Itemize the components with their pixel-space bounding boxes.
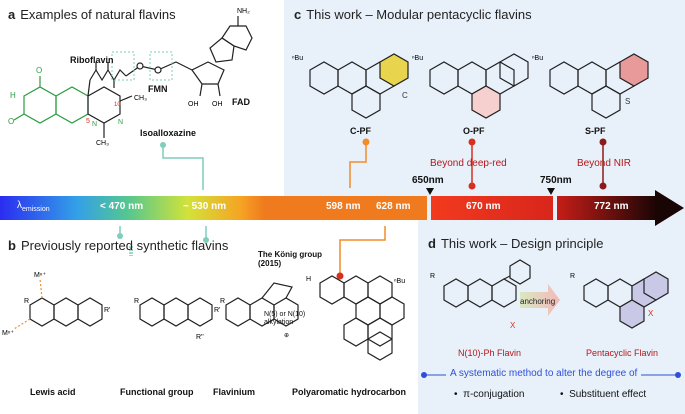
- svg-text:10: 10: [114, 102, 121, 108]
- cpf-label: C-PF: [350, 126, 371, 136]
- svg-text:ⁿBu: ⁿBu: [532, 55, 543, 62]
- panel-c-structures: ⁿBu C ⁿBu ⁿBu S: [292, 53, 649, 119]
- panel-c-connectors: [349, 138, 607, 190]
- panel-b-connectors: [117, 226, 386, 280]
- svg-text:OH: OH: [188, 101, 199, 108]
- nm750-marker: 750nm: [540, 175, 572, 186]
- fad-label: FAD: [232, 97, 250, 107]
- method-text: A systematic method to alter the degree …: [446, 368, 642, 379]
- nm470-label: < 470 nm: [100, 201, 144, 212]
- svg-text:Mⁿ⁺: Mⁿ⁺: [2, 330, 14, 337]
- svg-text:Mⁿ⁺: Mⁿ⁺: [34, 272, 46, 279]
- lewis-acid-label: Lewis acid: [30, 387, 76, 397]
- svg-text:R: R: [430, 273, 435, 280]
- functional-group-label: Functional group: [120, 387, 194, 397]
- panel-d-structures: anchoring R R X X: [430, 259, 669, 330]
- lambda-emission-label: λemission: [17, 200, 50, 213]
- svg-text:X: X: [510, 321, 516, 330]
- svg-text:R: R: [134, 298, 139, 305]
- opf-label: O-PF: [463, 126, 485, 136]
- beyond-nir-label: Beyond NIR: [577, 158, 631, 169]
- nm772-label: 772 nm: [594, 201, 629, 212]
- svg-text:C: C: [402, 91, 408, 100]
- svg-text:N: N: [92, 121, 97, 128]
- svg-text:S: S: [625, 97, 630, 106]
- svg-text:N: N: [118, 119, 123, 126]
- nm530-label: ~ 530 nm: [183, 201, 227, 212]
- spf-label: S-PF: [585, 126, 606, 136]
- nm650-marker: 650nm: [412, 175, 444, 186]
- svg-text:CH₃: CH₃: [96, 140, 109, 147]
- nm628-label: 628 nm: [376, 201, 411, 212]
- svg-text:ⁿBu: ⁿBu: [292, 55, 303, 62]
- svg-text:CH₃: CH₃: [134, 95, 147, 102]
- emission-spectrum-arrow: [0, 190, 684, 226]
- svg-text:⊕: ⊕: [284, 333, 289, 339]
- svg-text:O: O: [8, 117, 14, 126]
- panel-a-structures: H O O 5 N N 10 CH₃ CH₃ NH₂ OH OH: [8, 8, 253, 147]
- nm-marker-triangles: [426, 188, 555, 195]
- nm670-label: 670 nm: [466, 201, 501, 212]
- svg-text:anchoring: anchoring: [520, 297, 555, 306]
- isoalloxazine-label: Isoalloxazine: [140, 128, 197, 138]
- svg-text:5: 5: [86, 118, 90, 125]
- konig-label: The König group (2015): [258, 250, 322, 268]
- svg-text:H: H: [10, 91, 16, 100]
- flavinium-label: Flavinium: [213, 387, 256, 397]
- beyond-deep-red-label: Beyond deep-red: [430, 158, 507, 169]
- alkylation-note: N(5) or N(10) alkylation: [264, 311, 306, 326]
- svg-text:H: H: [306, 276, 311, 283]
- svg-text:OH: OH: [212, 101, 223, 108]
- bullet-pi-conjugation: • π-conjugation: [454, 389, 525, 400]
- svg-text:ⁿBu: ⁿBu: [412, 55, 423, 62]
- svg-text:R: R: [570, 273, 575, 280]
- svg-text:NH₂: NH₂: [237, 8, 250, 15]
- svg-text:X: X: [648, 309, 654, 318]
- bullet-substituent-effect: • Substituent effect: [560, 389, 647, 400]
- polyaromatic-label: Polyaromatic hydrocarbon: [292, 387, 407, 397]
- svg-text:R: R: [220, 298, 225, 305]
- n10-ph-label: N(10)-Ph Flavin: [458, 348, 522, 358]
- riboflavin-label: Riboflavin: [70, 55, 114, 65]
- svg-text:O: O: [36, 66, 42, 75]
- svg-text:R': R': [104, 307, 110, 314]
- panel-b-structures: Mⁿ⁺ Mⁿ⁺ R R' R R' R'' R ⊕ H ⁿBu: [2, 272, 405, 361]
- isoalloxazine-connector: [160, 142, 204, 190]
- svg-text:R'': R'': [196, 334, 204, 341]
- svg-text:ⁿBu: ⁿBu: [394, 278, 405, 285]
- svg-text:R: R: [24, 298, 29, 305]
- svg-text:R': R': [214, 307, 220, 314]
- fmn-label: FMN: [148, 84, 168, 94]
- nm598-label: 598 nm: [326, 201, 361, 212]
- pentacyclic-label: Pentacyclic Flavin: [586, 348, 659, 358]
